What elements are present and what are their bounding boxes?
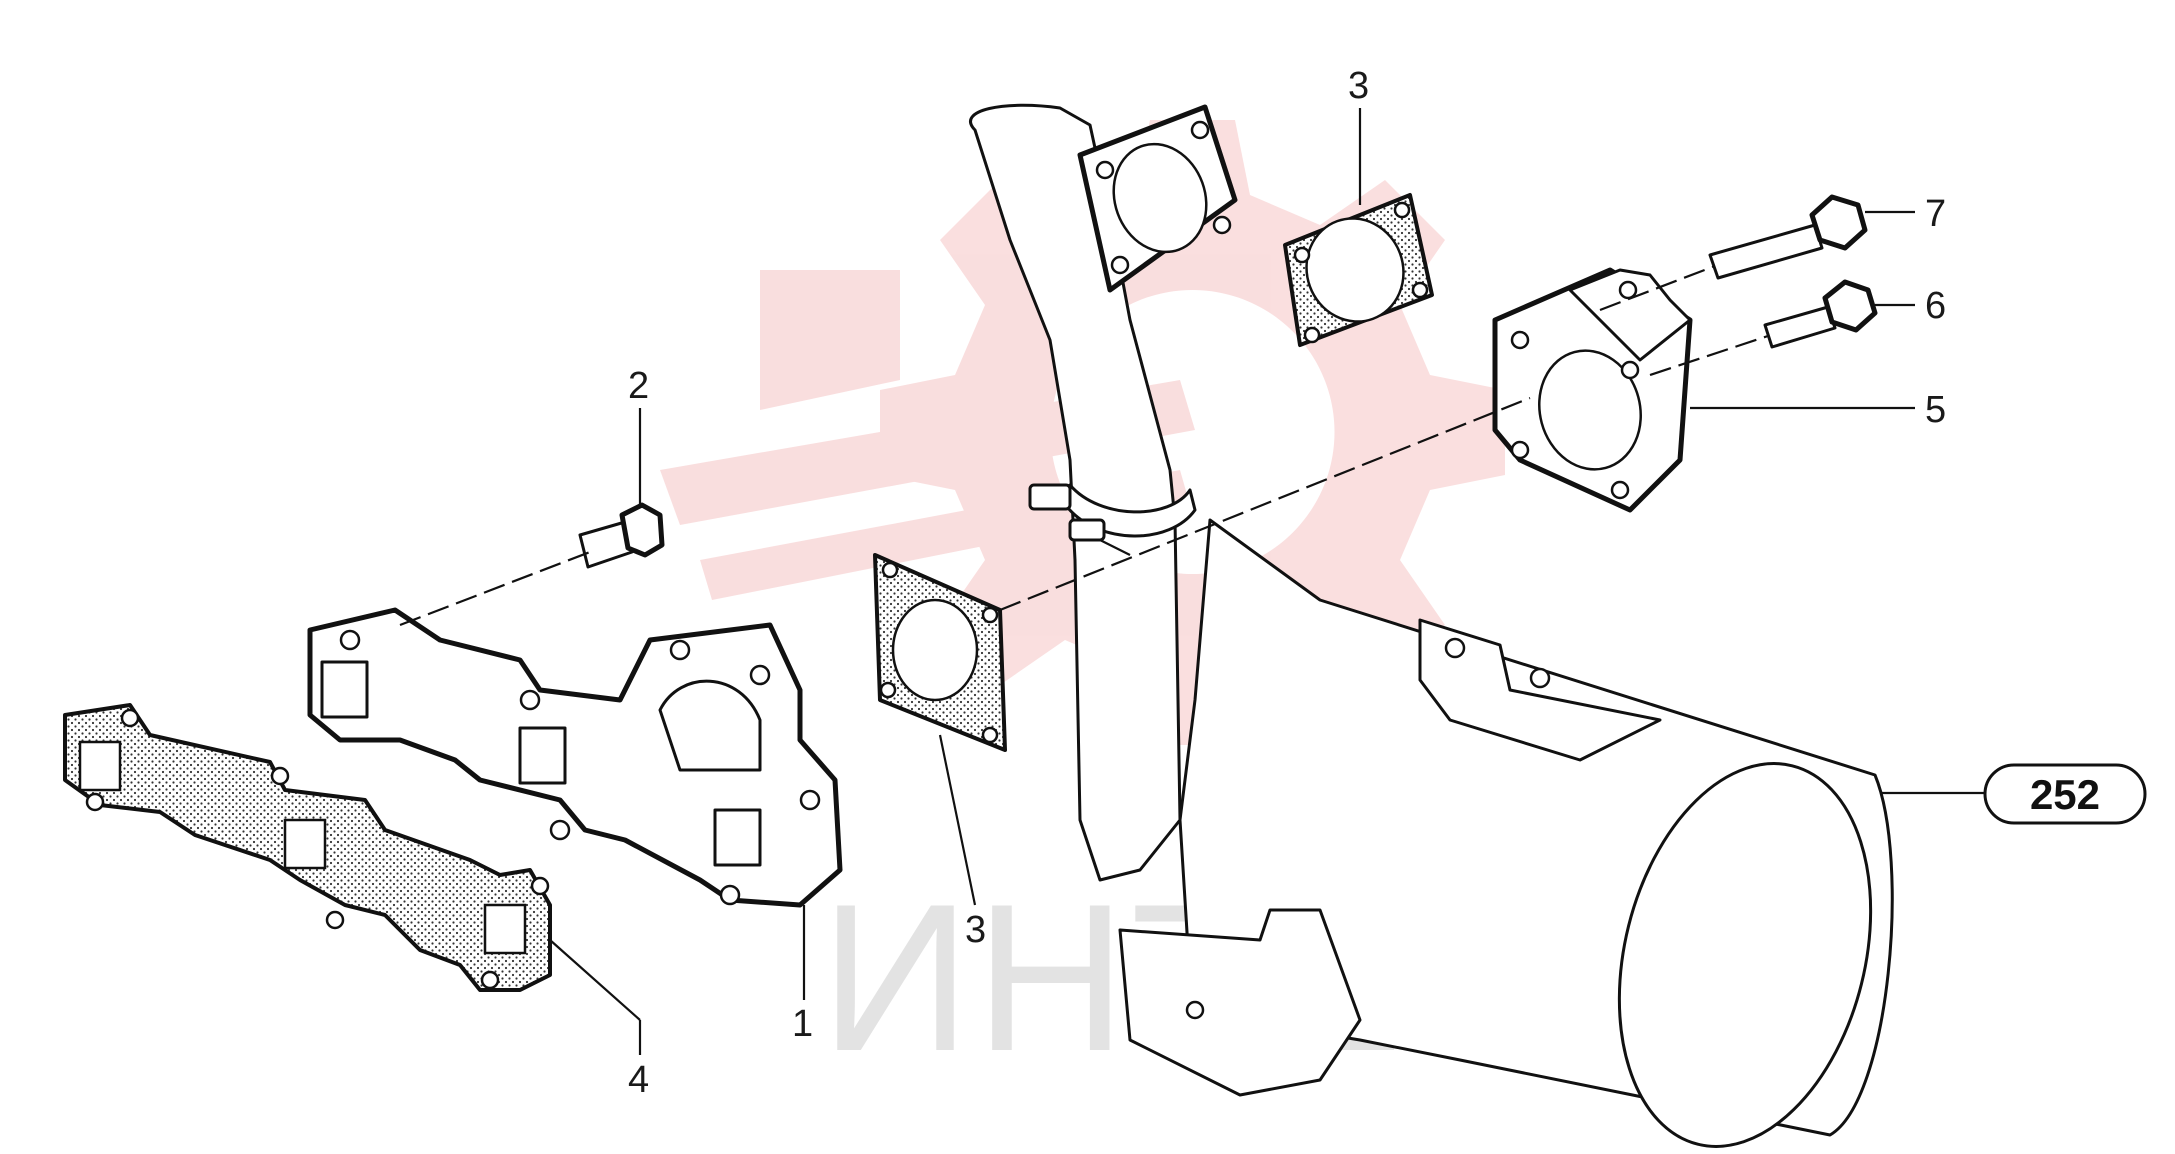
leader-part-3-bottom — [938, 734, 977, 906]
manifold-gasket — [63, 703, 552, 992]
leader-part-4 — [549, 939, 641, 1021]
callout-part-7: 7 — [1925, 193, 1946, 235]
assembly-line-bolt7 — [1599, 264, 1716, 312]
assembly-line-gasket-to-elbow — [999, 396, 1531, 612]
reference-label: 252 — [2030, 771, 2100, 818]
pipe-clamp — [1028, 483, 1197, 556]
callout-part-5: 5 — [1925, 389, 1946, 431]
callout-part-3-top: 3 — [1348, 65, 1369, 107]
manifold-bolt — [578, 502, 665, 569]
muffler-assembly — [969, 103, 1894, 1148]
bolt-long — [1708, 194, 1868, 280]
assembly-line-bolt6 — [1649, 334, 1769, 377]
bolt-short — [1763, 279, 1878, 349]
callout-part-1: 1 — [792, 1003, 813, 1045]
pipe-top-flange — [1077, 104, 1238, 293]
reference-badge[interactable]: 252 — [1983, 763, 2147, 825]
gasket-middle — [873, 553, 1007, 752]
assembly-line-bolt-to-manifold — [399, 550, 591, 627]
gasket-top — [1283, 193, 1434, 347]
callout-part-2: 2 — [628, 365, 649, 407]
callout-part-4: 4 — [628, 1059, 649, 1101]
elbow-flange — [1492, 267, 1693, 513]
callout-part-6: 6 — [1925, 285, 1946, 327]
callout-part-3-bottom: 3 — [965, 909, 986, 951]
exhaust-manifold — [307, 607, 843, 908]
